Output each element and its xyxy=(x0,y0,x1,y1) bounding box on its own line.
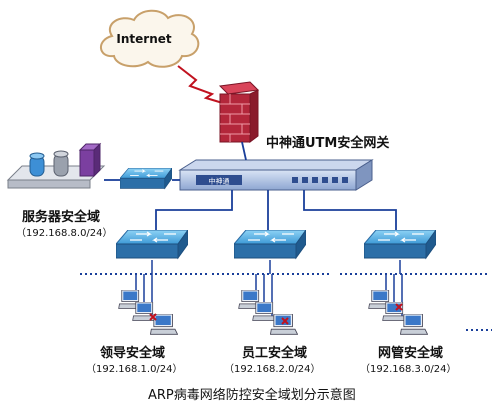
pc-group-netadmin xyxy=(368,274,428,335)
switch-server-zone xyxy=(120,168,172,189)
switch-staff-zone xyxy=(234,230,306,259)
arp-virus-mark xyxy=(149,313,157,321)
gateway-label: 中神通UTM安全网关 xyxy=(266,136,390,151)
network-links xyxy=(104,141,397,230)
lan-segments xyxy=(80,273,492,331)
server-group-icon xyxy=(6,142,106,189)
pc-icon xyxy=(270,314,298,335)
pc-icon xyxy=(400,314,428,335)
arp-virus-mark xyxy=(395,303,403,311)
internet-label: Internet xyxy=(116,32,171,46)
netadmin-zone-subnet: （192.168.3.0/24） xyxy=(360,364,457,375)
utm-gateway-device: 中神通 xyxy=(178,159,374,191)
internet-cloud xyxy=(100,9,200,68)
staff-zone-subnet: （192.168.2.0/24） xyxy=(224,364,321,375)
pc-icon xyxy=(150,314,178,335)
server-zone-name: 服务器安全域 xyxy=(22,210,101,225)
pc-group-staff xyxy=(238,274,298,335)
leadership-zone-subnet: （192.168.1.0/24） xyxy=(86,364,183,375)
gateway-badge: 中神通 xyxy=(209,177,230,186)
pc-group-leadership xyxy=(118,274,178,335)
switch-netadmin-zone xyxy=(364,230,436,259)
arp-virus-mark xyxy=(281,317,289,325)
wan-link-lightning xyxy=(177,65,227,105)
switch-uplinks xyxy=(151,260,401,274)
firewall-icon xyxy=(218,81,260,143)
leadership-zone-name: 领导安全域 xyxy=(100,346,166,361)
netadmin-zone-name: 网管安全域 xyxy=(378,346,444,361)
server-zone-subnet: （192.168.8.0/24） xyxy=(16,228,113,239)
diagram-caption: ARP病毒网络防控安全域划分示意图 xyxy=(148,388,356,403)
switch-leadership-zone xyxy=(116,230,188,259)
staff-zone-name: 员工安全域 xyxy=(242,346,308,361)
